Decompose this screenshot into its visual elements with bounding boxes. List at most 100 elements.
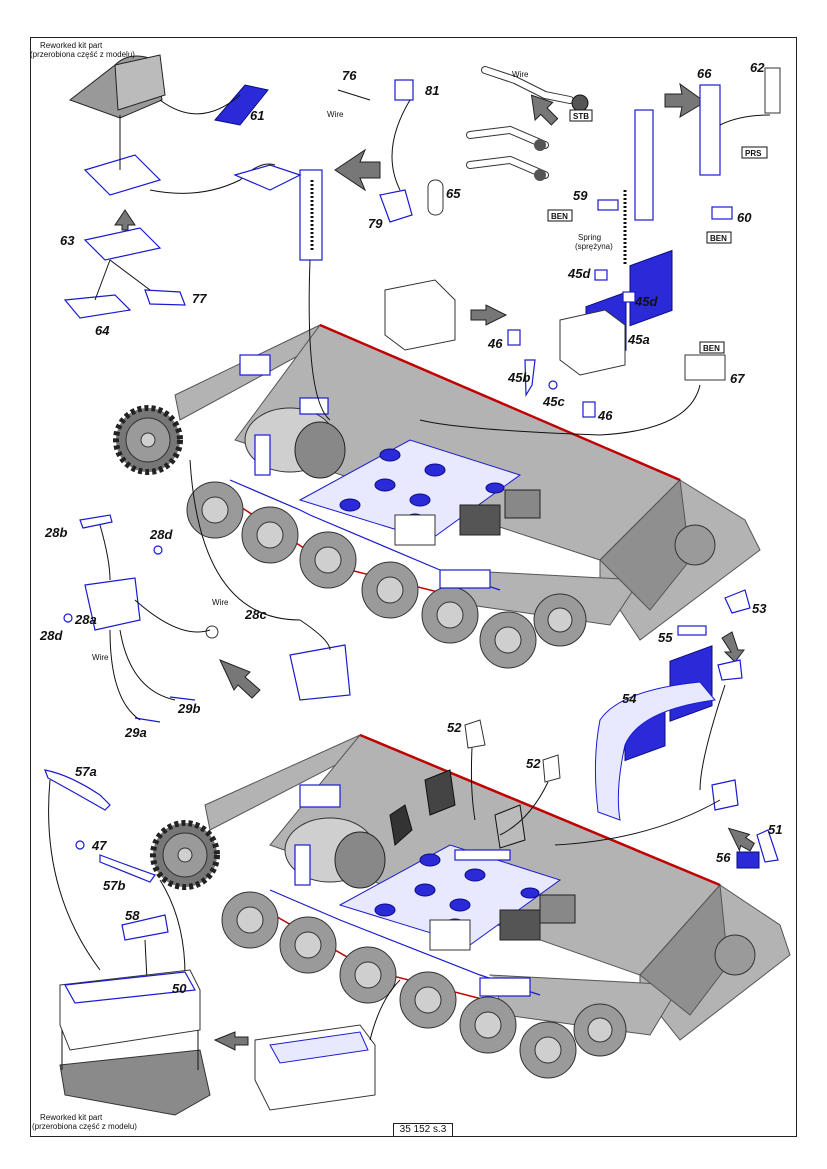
note-wire-76: Wire <box>327 110 344 119</box>
rod-group <box>466 66 781 265</box>
label-58: 58 <box>125 908 140 923</box>
etch-strip <box>454 849 511 861</box>
mesh-grille-icon <box>520 887 540 899</box>
label-65: 65 <box>446 186 461 201</box>
seat-group <box>63 54 276 319</box>
wire-76 <box>337 89 371 101</box>
part-45d-1 <box>594 269 608 281</box>
label-57b: 57b <box>103 878 125 893</box>
label-28b: 28b <box>44 525 67 540</box>
tags: STB PRS BEN BEN BEN <box>547 109 768 354</box>
etch-53-assembled <box>717 659 743 681</box>
part-66 <box>699 84 721 176</box>
hull-red-edge-2 <box>359 733 721 887</box>
etch-54-assembled <box>711 779 739 811</box>
label-28a: 28a <box>74 612 97 627</box>
leader-52b <box>499 781 549 836</box>
road-wheel-icon <box>241 506 299 564</box>
part-63 <box>83 227 162 261</box>
part-46-2 <box>582 401 596 418</box>
label-81: 81 <box>425 83 439 98</box>
label-64: 64 <box>95 323 110 338</box>
part-29a <box>134 717 161 723</box>
etch-hatch <box>439 569 491 589</box>
part-47 <box>75 840 85 850</box>
part-28b <box>79 514 113 529</box>
label-46-b: 46 <box>597 408 613 423</box>
label-62: 62 <box>750 60 765 75</box>
part-56 <box>736 851 760 869</box>
part-46-1 <box>507 329 521 346</box>
road-wheel-icon <box>361 561 419 619</box>
label-29b: 29b <box>177 701 200 716</box>
note-reworked-top-1: Reworked kit part <box>40 41 103 50</box>
label-28d-a: 28d <box>149 527 173 542</box>
part-53 <box>724 589 751 614</box>
tag-ben-60: BEN <box>710 234 727 243</box>
part-45a <box>559 309 626 376</box>
label-56: 56 <box>716 850 731 865</box>
label-45d-a: 45d <box>567 266 591 281</box>
deck-box-2 <box>429 919 471 951</box>
part-51 <box>756 829 779 863</box>
label-52-a: 52 <box>447 720 462 735</box>
label-29a: 29a <box>124 725 147 740</box>
label-63: 63 <box>60 233 75 248</box>
hull-upper <box>113 249 761 669</box>
group-28 <box>63 459 351 723</box>
part-60 <box>711 206 733 220</box>
sprocket-icon <box>150 820 220 890</box>
grey-arrow-icon <box>530 94 559 126</box>
road-wheel-icon <box>186 481 244 539</box>
tag-ben-67: BEN <box>703 344 720 353</box>
part-54 <box>594 681 716 821</box>
leader-57a <box>48 779 101 971</box>
grey-arrow-icon <box>334 148 381 192</box>
deck-box-dark <box>459 504 501 536</box>
leader-54 <box>554 799 721 846</box>
deck-box-grey <box>504 489 541 519</box>
leader-28c <box>134 599 211 633</box>
road-wheel-icon <box>399 971 457 1029</box>
label-47: 47 <box>91 838 107 853</box>
seat-frame <box>83 154 162 196</box>
road-wheels-upper <box>186 481 716 669</box>
note-spring-1: Spring <box>578 233 601 242</box>
part-28d-1 <box>153 545 163 555</box>
mesh-grille-icon <box>409 493 431 507</box>
tag-ben-67-box <box>699 341 725 354</box>
label-59: 59 <box>573 188 588 203</box>
etch-bracket <box>239 354 271 376</box>
leader-77 <box>109 259 151 291</box>
road-wheel-icon <box>279 916 337 974</box>
armour-plate-52a <box>424 769 456 816</box>
mesh-grille-icon <box>485 482 505 494</box>
tag-stb-box <box>569 109 593 122</box>
part-45d-2 <box>622 291 636 303</box>
rod-stb-inner <box>482 67 573 103</box>
battery-base <box>59 1049 211 1116</box>
road-wheels-lower <box>221 891 756 1079</box>
part-28a <box>84 577 141 631</box>
mesh-grille-icon <box>449 898 471 912</box>
part-58 <box>121 914 169 941</box>
label-45a: 45a <box>627 332 650 347</box>
notes: Reworked kit part (przerobiona część z m… <box>30 41 613 1131</box>
label-61: 61 <box>250 108 264 123</box>
part-62 <box>764 67 781 114</box>
label-77: 77 <box>192 291 207 306</box>
spring-mount <box>299 169 323 261</box>
knob <box>571 94 589 112</box>
label-60: 60 <box>737 210 752 225</box>
leader-28-hull <box>189 459 331 651</box>
label-45b: 45b <box>507 370 530 385</box>
part-number-labels: 61 63 64 77 76 81 79 65 59 66 62 60 45d … <box>39 60 782 996</box>
leader-53 <box>699 684 726 791</box>
sprocket-icon <box>113 405 183 475</box>
tag-ben-59-box <box>547 209 573 222</box>
leader-29b <box>119 629 176 701</box>
part-61 <box>214 84 269 126</box>
seat <box>389 804 413 846</box>
